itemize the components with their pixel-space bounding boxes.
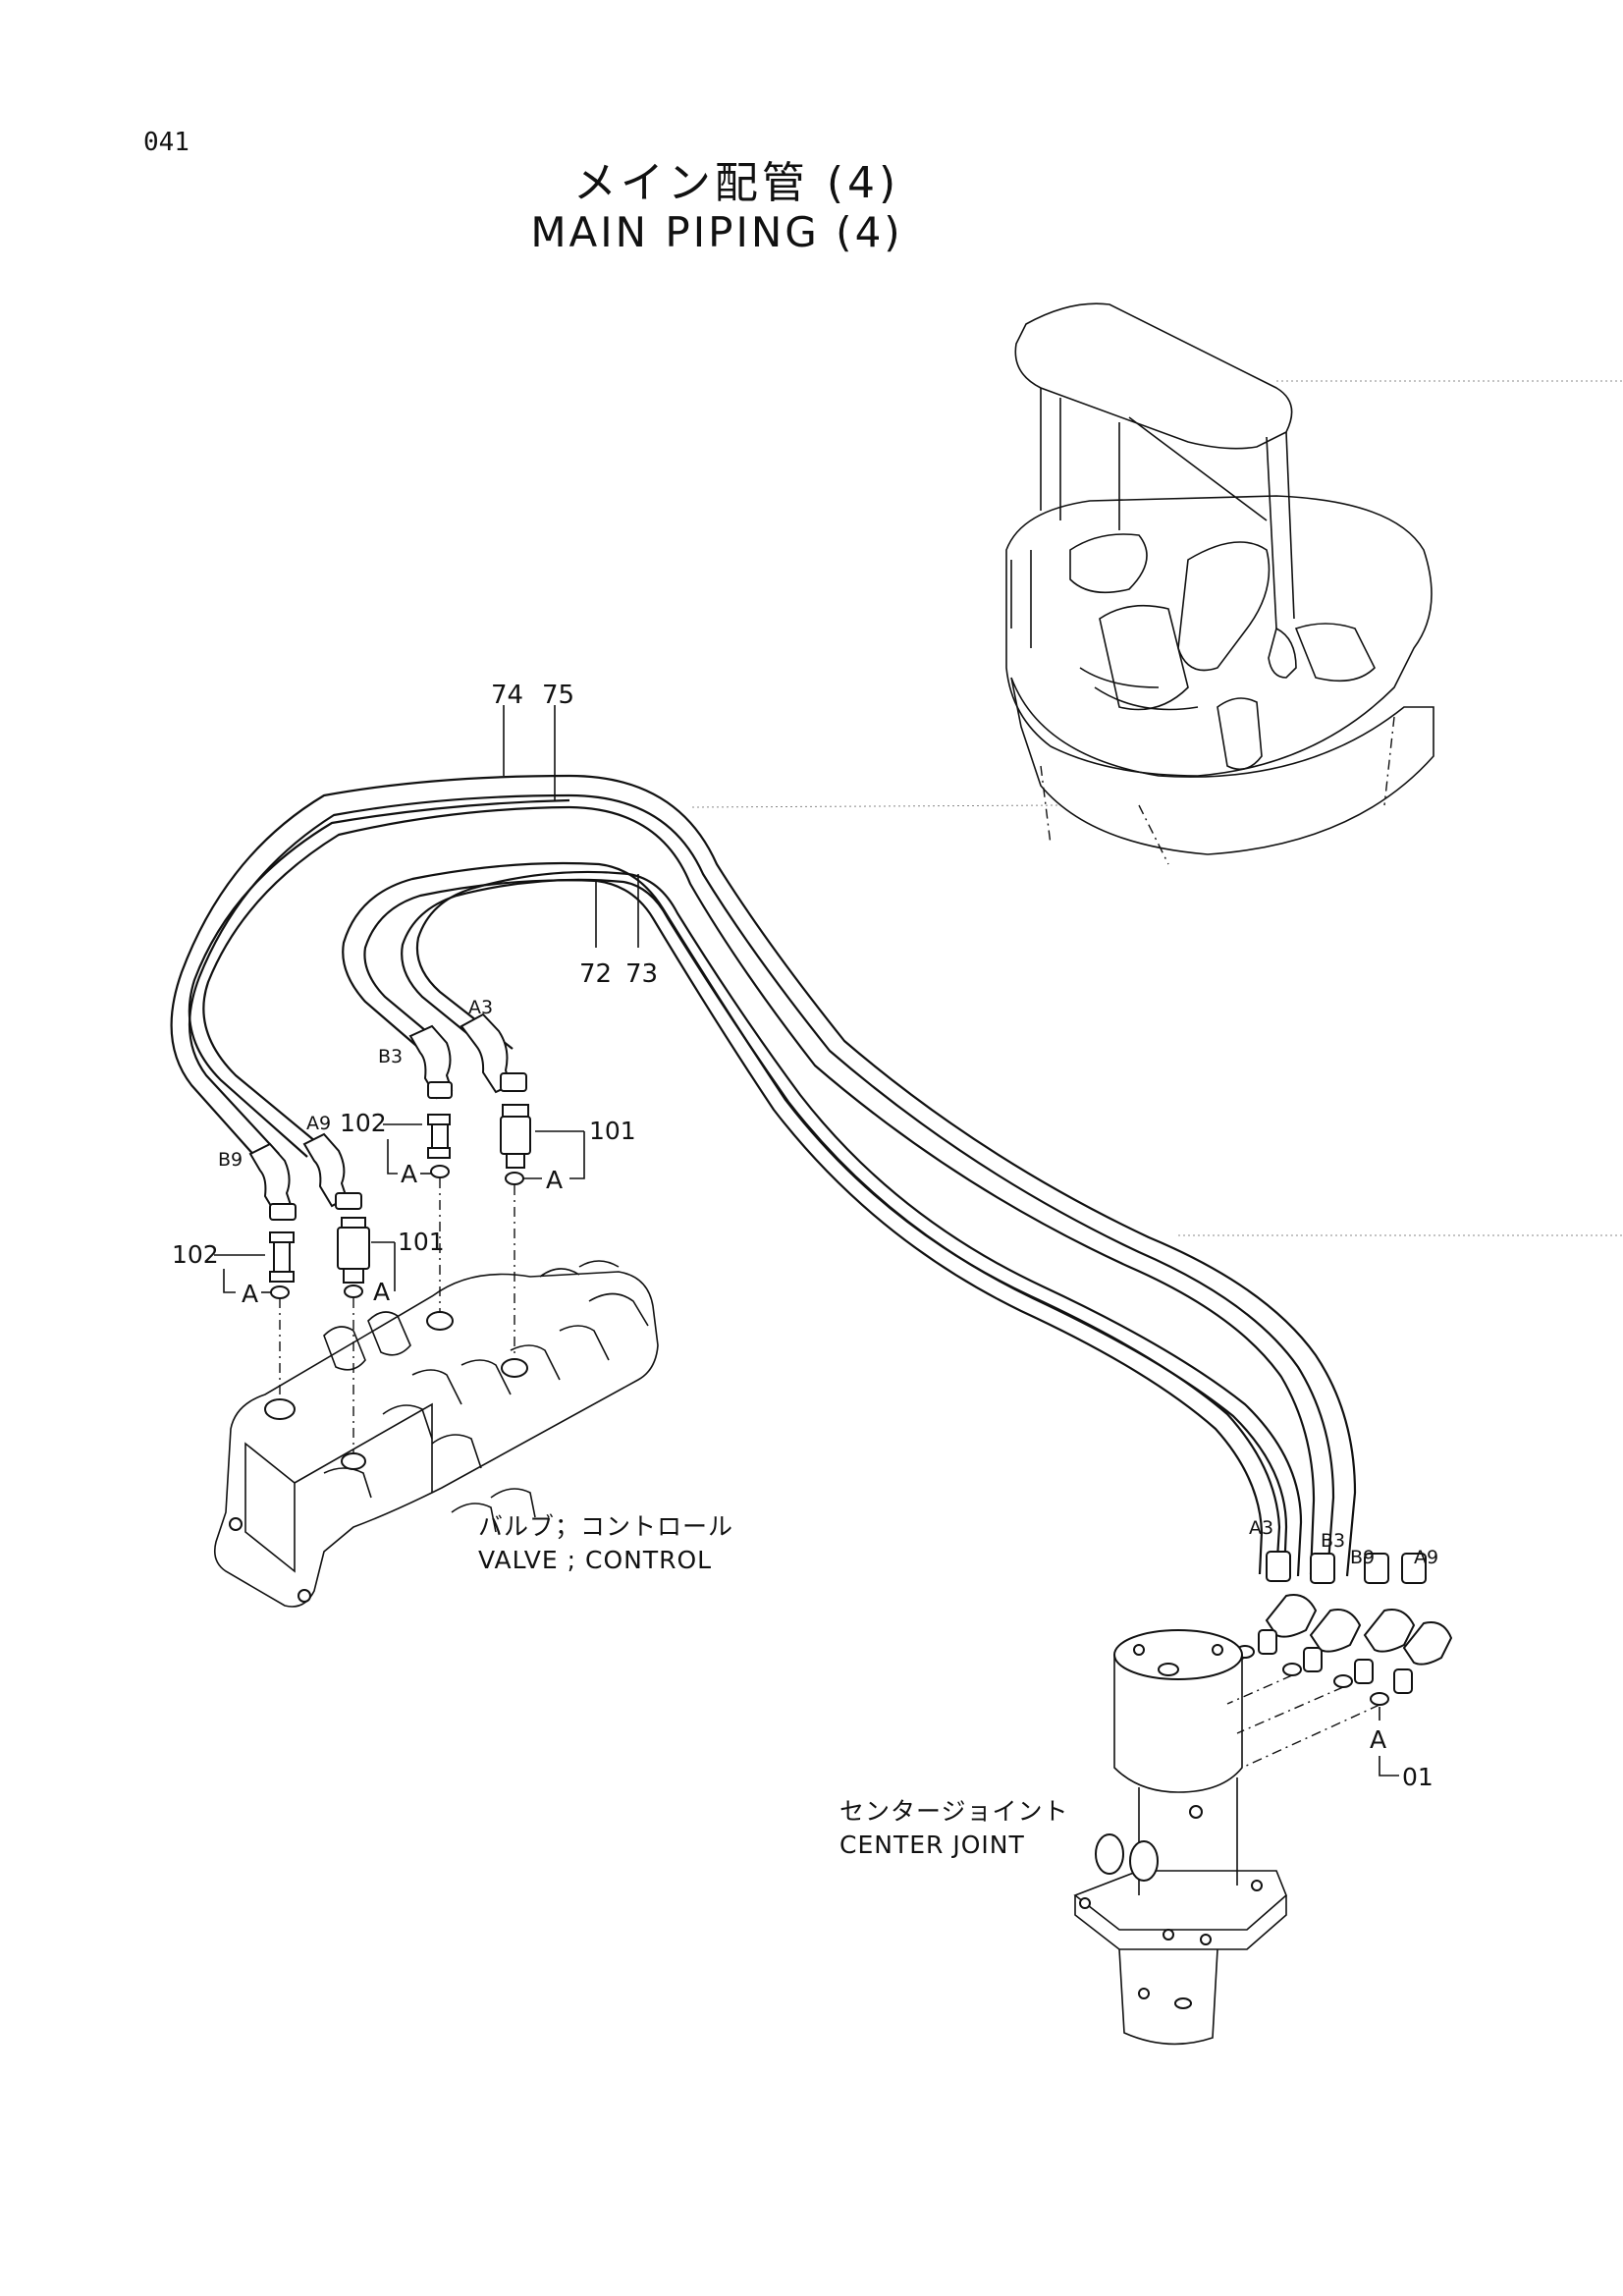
valve-control-label-en: VALVE ; CONTROL [478, 1546, 713, 1574]
hose-label-73: 73 [625, 959, 658, 989]
port-label-b9-valve: B9 [218, 1149, 243, 1171]
center-joint-label-ja: センタージョイント [839, 1797, 1069, 1826]
title-japanese: メイン配管 (4) [572, 158, 900, 208]
page-number: 041 [143, 128, 189, 157]
part-label-01: 01 [1402, 1763, 1434, 1791]
port-label-a9-joint: A9 [1414, 1547, 1438, 1568]
control-valve [213, 1260, 659, 1608]
center-joint-caption: センタージョイント CENTER JOINT [839, 1795, 1069, 1862]
hose-74-75 [170, 774, 1357, 1577]
port-label-b3-joint: B3 [1321, 1530, 1345, 1552]
part-label-102-lower: 102 [172, 1240, 219, 1269]
center-joint-fittings [1235, 1551, 1453, 1706]
valve-control-caption: バルブ；コントロール VALVE ; CONTROL [478, 1510, 733, 1577]
part-label-101-upper: 101 [589, 1117, 636, 1145]
part-label-101-lower: 101 [398, 1228, 445, 1256]
port-label-a9-valve: A9 [306, 1113, 331, 1134]
hose-label-74: 74 [491, 681, 523, 710]
part-label-102-upper: 102 [340, 1109, 387, 1137]
valve-control-label-ja: バルブ；コントロール [478, 1512, 734, 1541]
a-label-lower-left: A [242, 1280, 258, 1308]
a-label-lower-right: A [373, 1278, 390, 1306]
hose-72-73 [342, 861, 1303, 1577]
hose-label-75: 75 [542, 681, 574, 710]
a-label-upper-right: A [546, 1166, 563, 1194]
port-label-a3-joint: A3 [1249, 1517, 1273, 1539]
excavator-illustration [1005, 302, 1434, 865]
port-label-b9-joint: B9 [1350, 1547, 1375, 1568]
center-joint [1073, 1629, 1287, 2046]
port-label-b3-valve: B3 [378, 1046, 403, 1067]
hose-label-72: 72 [579, 959, 612, 989]
valve-side-fittings [248, 1012, 531, 1299]
center-joint-label-en: CENTER JOINT [839, 1831, 1025, 1859]
port-label-a3-valve: A3 [468, 997, 493, 1018]
a-label-upper-left: A [401, 1160, 417, 1188]
title-english: MAIN PIPING (4) [530, 208, 903, 256]
a-label-joint: A [1370, 1725, 1386, 1754]
